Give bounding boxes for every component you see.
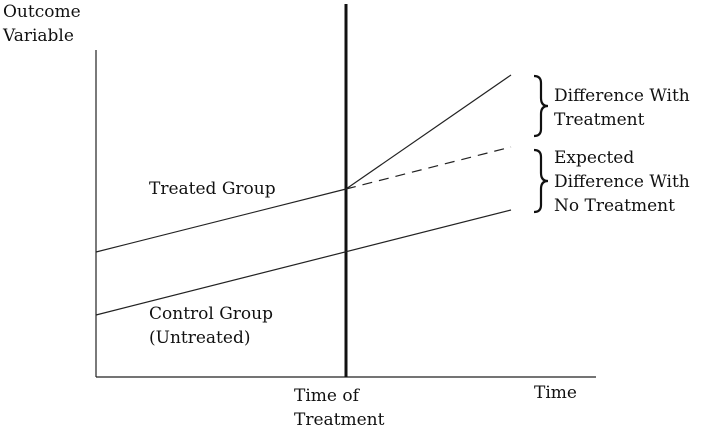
expected-difference-line2: Difference With [554, 172, 690, 192]
difference-with-treatment-line1: Difference With [554, 86, 690, 106]
treated-post-line [345, 74, 512, 190]
treatment-label-line1: Time of [294, 386, 361, 406]
treatment-label-line2: Treatment [294, 410, 385, 430]
y-axis-label-line2: Variable [2, 26, 74, 46]
control-group-label-line2: (Untreated) [149, 328, 250, 348]
control-line [95, 209, 512, 316]
expected-difference-line1: Expected [554, 148, 634, 168]
treated-group-label: Treated Group [149, 179, 276, 199]
control-group-label-line1: Control Group [149, 304, 273, 324]
y-axis-label-line1: Outcome [3, 2, 81, 22]
brace-expected-difference [533, 148, 549, 214]
difference-with-treatment-line2: Treatment [554, 110, 645, 130]
treated-pre-line [95, 188, 347, 253]
x-axis-label: Time [534, 383, 577, 403]
counterfactual-line [345, 146, 512, 190]
brace-difference-with-treatment [533, 74, 549, 138]
expected-difference-line3: No Treatment [554, 196, 675, 216]
